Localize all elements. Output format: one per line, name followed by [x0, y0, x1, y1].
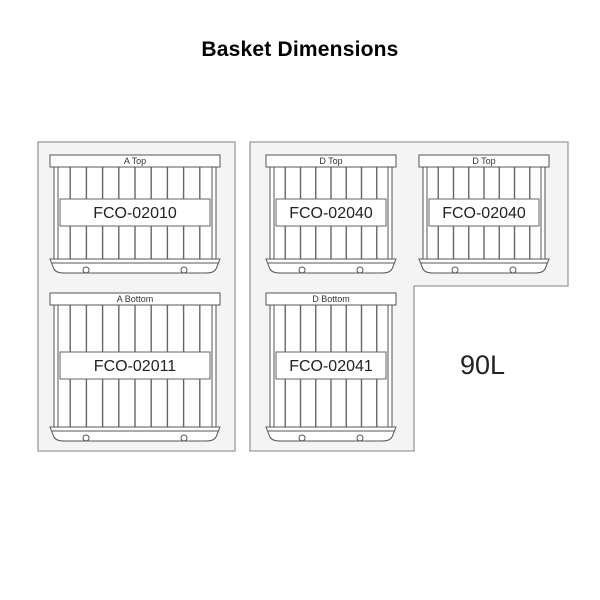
- basket-code-box: [428, 198, 540, 227]
- basket-top-label: A Top: [124, 156, 146, 166]
- basket-code-box: [59, 198, 211, 227]
- basket-code-label: FCO-02010: [93, 205, 177, 222]
- basket-rim: [49, 154, 221, 168]
- basket-foot: [451, 266, 459, 274]
- basket-foot: [180, 434, 188, 442]
- basket-code-box: [275, 351, 387, 380]
- basket-foot: [298, 266, 306, 274]
- basket-rim: [418, 154, 550, 168]
- basket-rim: [265, 154, 397, 168]
- basket-base: [49, 426, 221, 442]
- volume-label: 90L: [460, 350, 505, 380]
- basket-foot: [298, 434, 306, 442]
- basket-base: [265, 258, 397, 274]
- basket-foot: [180, 266, 188, 274]
- basket-base: [265, 426, 397, 442]
- basket-foot: [509, 266, 517, 274]
- basket-code-label: FCO-02040: [442, 205, 526, 222]
- basket-foot: [356, 266, 364, 274]
- basket-code-label: FCO-02041: [289, 358, 373, 375]
- basket-base: [418, 258, 550, 274]
- basket-top-label: D Top: [472, 156, 495, 166]
- basket-code-box: [275, 198, 387, 227]
- basket-base: [49, 258, 221, 274]
- basket-code-label: FCO-02040: [289, 205, 373, 222]
- basket-code-box: [59, 351, 211, 380]
- basket-foot: [356, 434, 364, 442]
- basket-top-label: D Top: [319, 156, 342, 166]
- diagram-title: Basket Dimensions: [201, 38, 399, 61]
- basket-rim: [49, 292, 221, 306]
- basket-foot: [82, 434, 90, 442]
- basket-foot: [82, 266, 90, 274]
- basket-code-label: FCO-02011: [94, 358, 177, 375]
- basket-rim: [265, 292, 397, 306]
- basket-top-label: D Bottom: [312, 294, 350, 304]
- basket-top-label: A Bottom: [117, 294, 154, 304]
